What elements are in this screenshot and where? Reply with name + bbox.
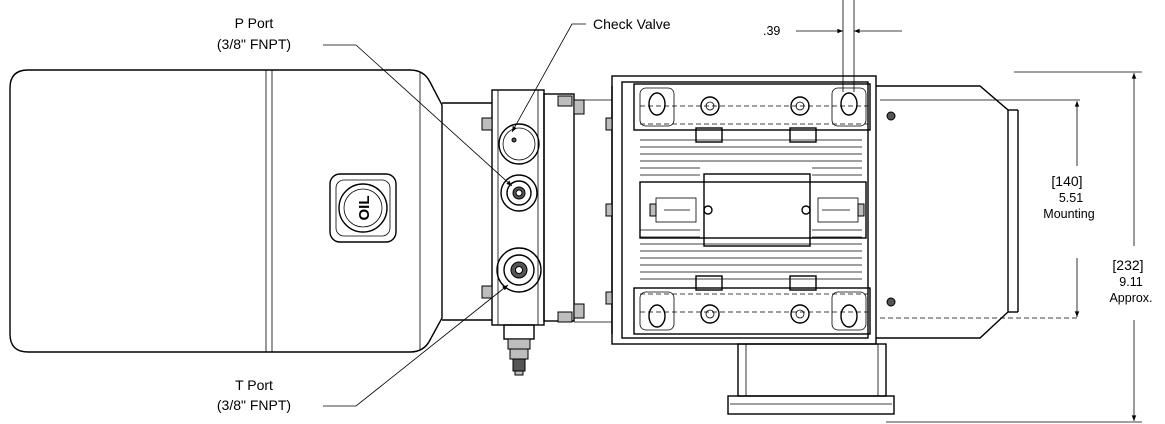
t-port-fitting bbox=[496, 247, 542, 293]
overall-in-label: 9.11 bbox=[1119, 275, 1142, 289]
t-port-spec: (3/8" FNPT) bbox=[217, 397, 291, 413]
check-valve-label: Check Valve bbox=[593, 16, 671, 32]
p-port-fitting bbox=[500, 174, 538, 212]
reservoir-neck bbox=[442, 102, 492, 321]
bottom-mounting-foot bbox=[633, 275, 871, 335]
oil-filler-cap: OIL bbox=[329, 173, 397, 243]
top-mounting-foot bbox=[633, 83, 871, 143]
t-port-label: T Port bbox=[235, 377, 273, 393]
p-port-spec: (3/8" FNPT) bbox=[217, 36, 291, 52]
overall-dimension bbox=[886, 71, 1142, 423]
cooling-fins bbox=[640, 139, 862, 280]
conduit-box bbox=[727, 343, 895, 415]
gap-dimension bbox=[796, 0, 902, 92]
valve-manifold bbox=[481, 89, 612, 326]
terminal-box bbox=[639, 173, 867, 247]
mounting-in-label: 5.51 bbox=[1059, 191, 1083, 205]
gap-dimension-label: .39 bbox=[763, 24, 780, 38]
oil-cap-label: OIL bbox=[356, 196, 373, 221]
leader-lines bbox=[323, 23, 586, 407]
overall-mm-label: [232] bbox=[1112, 257, 1143, 273]
p-port-label: P Port bbox=[235, 15, 274, 31]
electric-motor bbox=[605, 75, 877, 345]
release-valve bbox=[503, 324, 535, 376]
motor-fan-cover bbox=[876, 85, 1019, 339]
overall-caption: Approx. bbox=[1109, 291, 1152, 305]
mounting-dimension bbox=[880, 99, 1080, 319]
mounting-mm-label: [140] bbox=[1051, 173, 1082, 189]
mounting-caption: Mounting bbox=[1043, 207, 1094, 221]
check-valve bbox=[498, 123, 540, 165]
reservoir-tank bbox=[9, 69, 443, 353]
